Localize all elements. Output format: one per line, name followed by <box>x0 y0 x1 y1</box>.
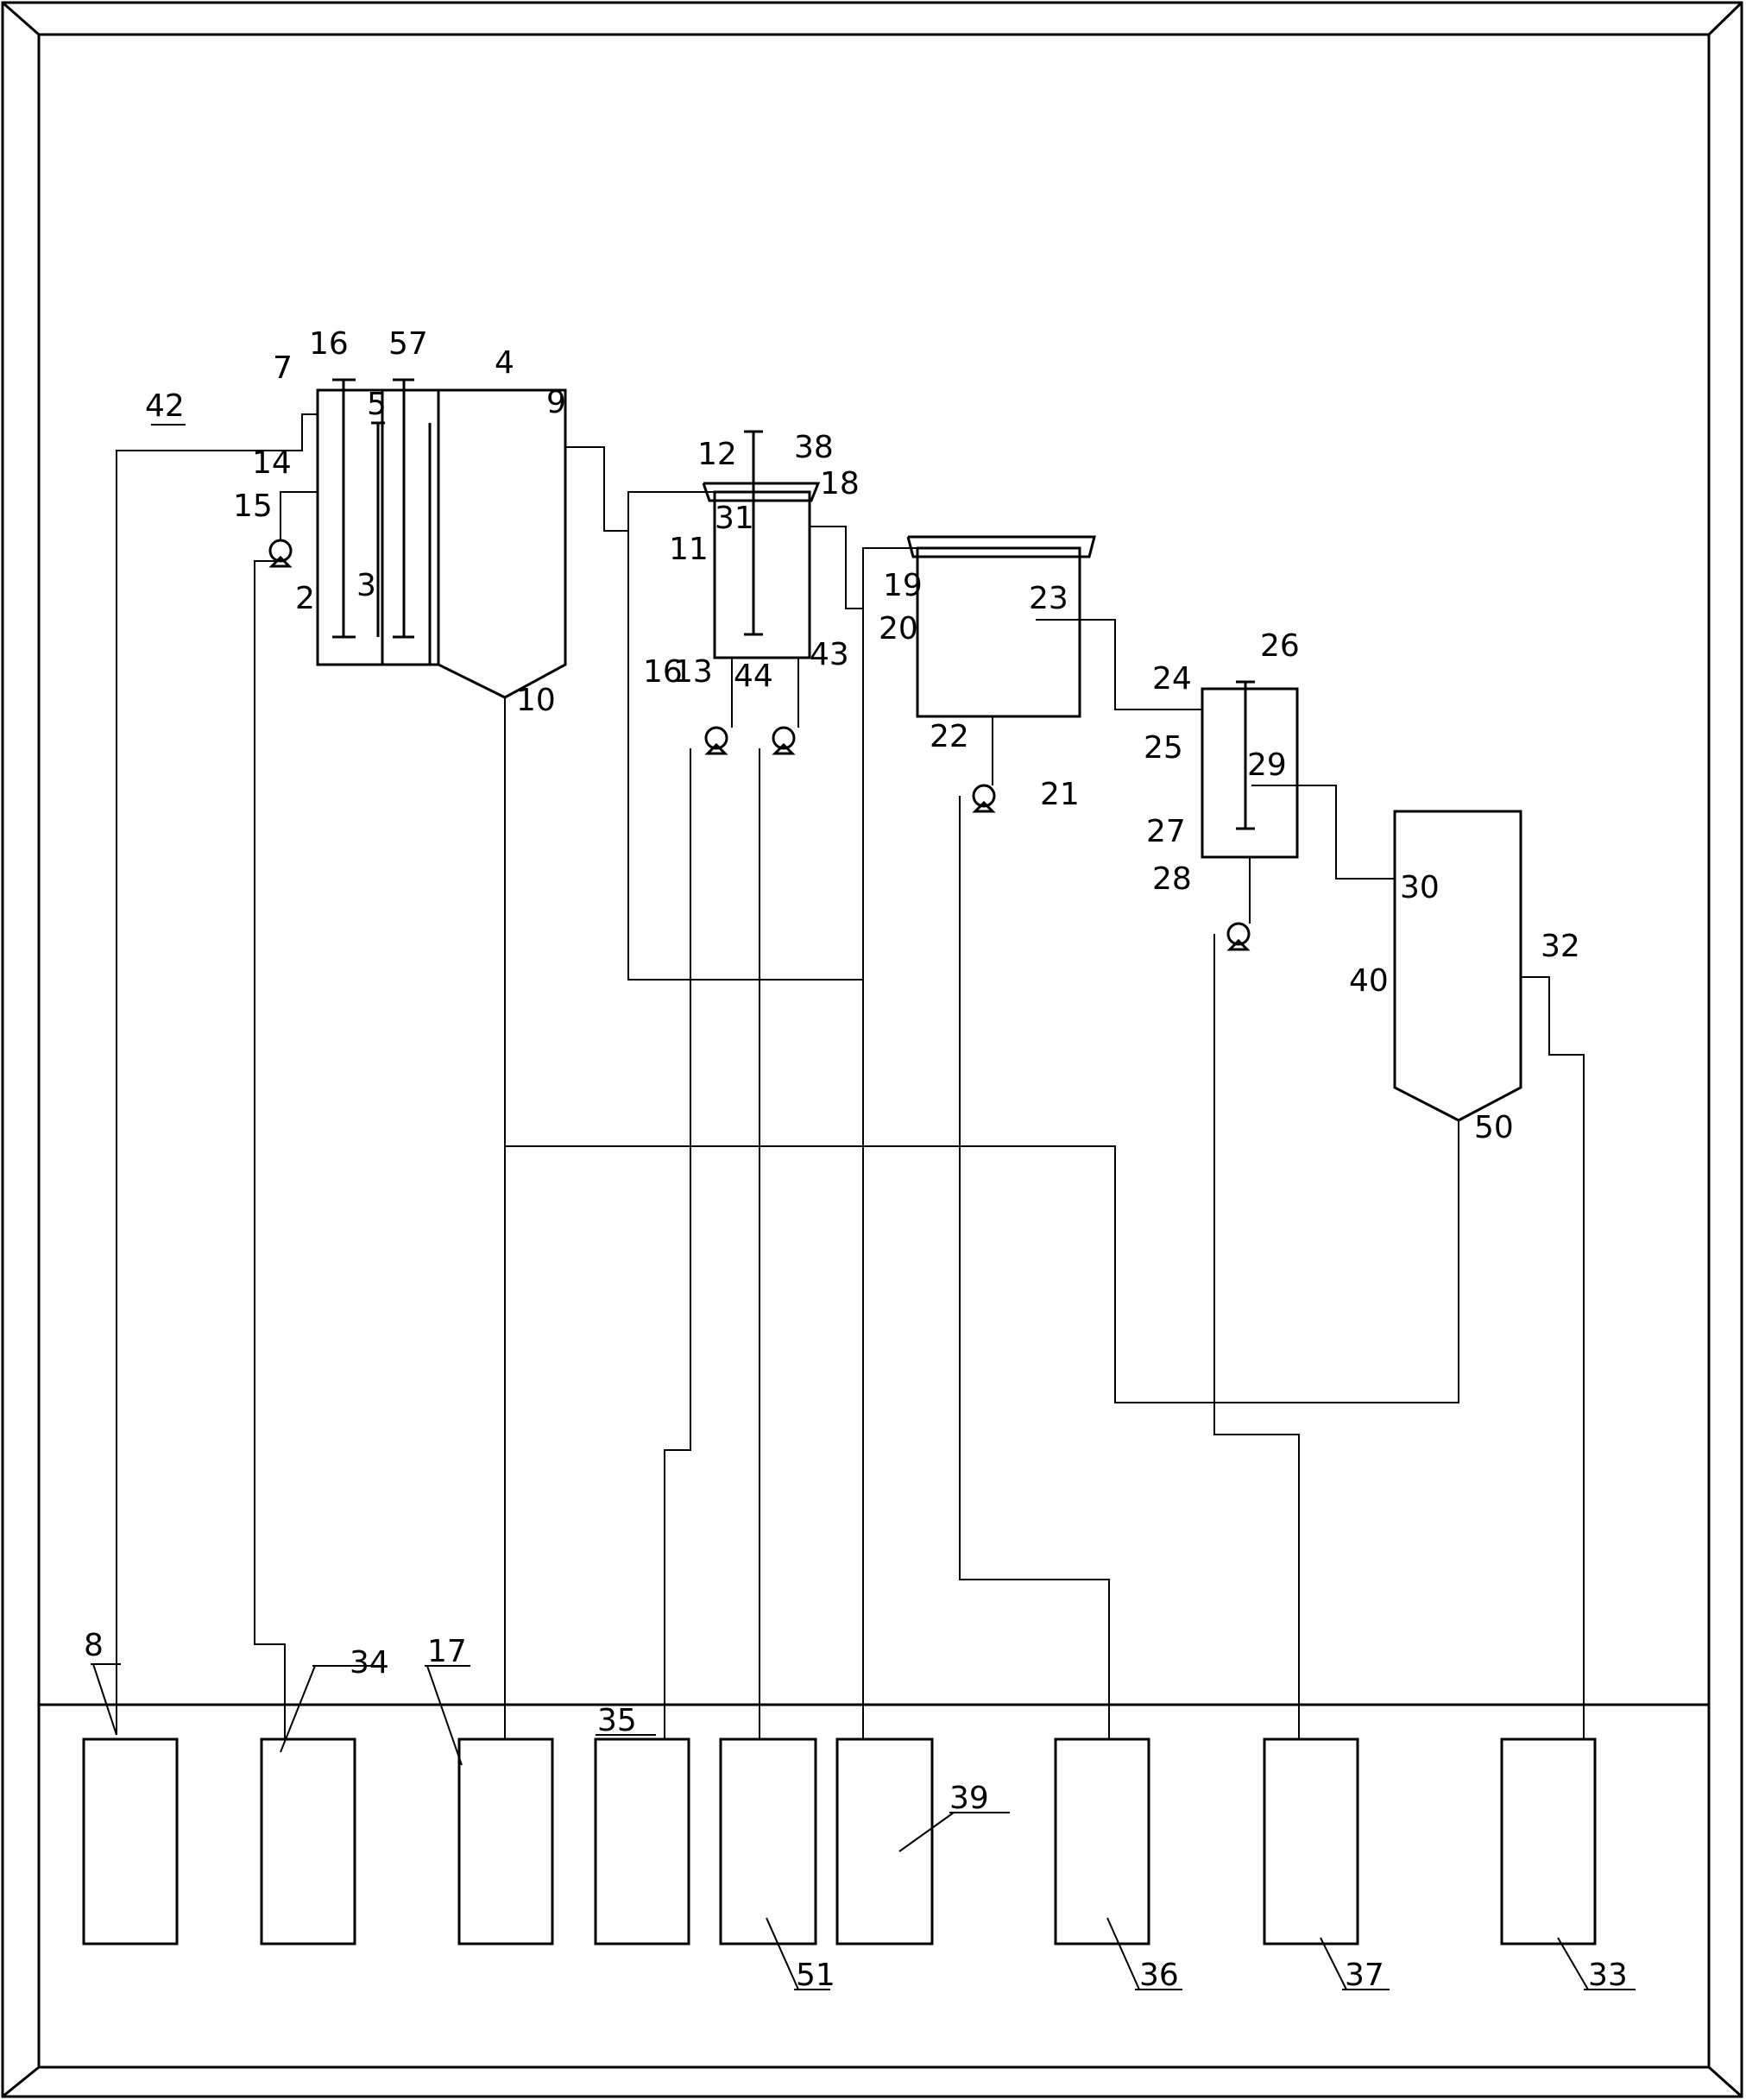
label-12: 12 <box>697 437 737 472</box>
pump-44 <box>772 726 796 755</box>
label-23: 23 <box>1029 581 1068 616</box>
label-26: 26 <box>1260 628 1300 664</box>
label-16b: 16 <box>643 654 683 690</box>
label-8: 8 <box>84 1628 104 1663</box>
label-57: 57 <box>388 326 428 362</box>
label-21: 21 <box>1040 777 1080 812</box>
label-10: 10 <box>516 683 556 718</box>
storage-tanks <box>82 1737 1597 1945</box>
main-reactor-tank <box>316 378 567 699</box>
label-44: 44 <box>734 659 773 694</box>
label-43: 43 <box>810 637 849 672</box>
label-5: 5 <box>367 387 387 422</box>
tank-25 <box>1201 680 1299 859</box>
label-2: 2 <box>295 581 315 616</box>
label-39: 39 <box>949 1781 989 1816</box>
label-35: 35 <box>597 1703 637 1738</box>
label-19: 19 <box>883 568 923 603</box>
label-17: 17 <box>427 1634 467 1669</box>
label-38: 38 <box>794 430 834 465</box>
label-42: 42 <box>145 388 185 424</box>
label-27: 27 <box>1146 814 1186 849</box>
piping <box>116 413 1585 1739</box>
pump-16 <box>704 726 728 755</box>
label-11: 11 <box>669 532 709 567</box>
label-15: 15 <box>233 489 273 524</box>
label-28: 28 <box>1152 861 1192 897</box>
label-25: 25 <box>1144 730 1183 766</box>
label-50: 50 <box>1474 1110 1514 1145</box>
label-29: 29 <box>1247 747 1287 783</box>
label-20: 20 <box>879 611 918 646</box>
pump-28 <box>1226 922 1251 951</box>
label-36: 36 <box>1139 1958 1179 1993</box>
label-34: 34 <box>350 1645 389 1681</box>
label-16a: 16 <box>309 326 349 362</box>
label-32: 32 <box>1541 929 1580 964</box>
label-22: 22 <box>930 719 969 754</box>
label-51: 51 <box>796 1958 835 1993</box>
label-7: 7 <box>273 350 293 386</box>
tank-20 <box>906 535 1096 718</box>
pump-15 <box>268 539 293 568</box>
label-30: 30 <box>1400 870 1440 905</box>
pumps <box>268 539 1251 951</box>
part-labels: 2 3 4 5 7 8 9 10 11 12 13 14 15 16 16 17… <box>84 326 1628 1993</box>
tank-40 <box>1393 810 1522 1122</box>
leader-lines <box>91 424 1636 1990</box>
label-14: 14 <box>252 445 292 481</box>
tank-11 <box>702 430 821 659</box>
pump-22 <box>972 784 996 813</box>
label-4: 4 <box>495 345 514 381</box>
label-18: 18 <box>820 466 860 501</box>
label-24: 24 <box>1152 661 1192 697</box>
label-13: 13 <box>673 654 713 690</box>
label-9: 9 <box>546 385 566 420</box>
label-40: 40 <box>1349 963 1389 999</box>
label-33: 33 <box>1588 1958 1628 1993</box>
label-37: 37 <box>1345 1958 1384 1993</box>
label-3: 3 <box>356 568 376 603</box>
label-31: 31 <box>715 501 754 536</box>
